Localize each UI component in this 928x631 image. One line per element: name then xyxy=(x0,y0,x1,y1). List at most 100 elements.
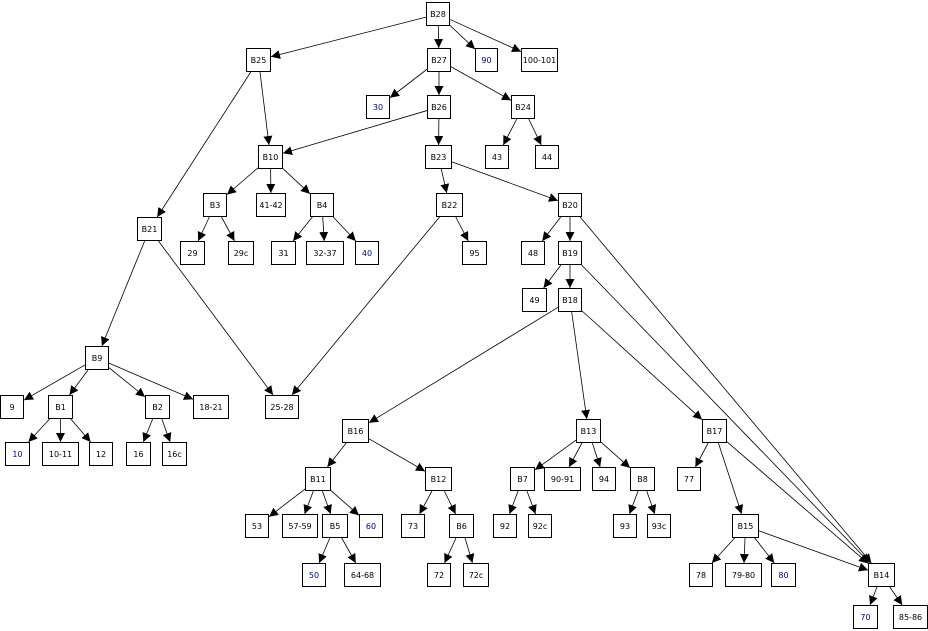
node-label: 31 xyxy=(278,249,288,258)
node-box xyxy=(592,467,616,491)
edge-b15-to-n80 xyxy=(754,537,775,564)
node-box xyxy=(511,95,535,119)
node-box xyxy=(522,288,547,312)
node-label: 80 xyxy=(778,571,788,580)
node-box xyxy=(265,395,299,419)
node-label: B3 xyxy=(210,201,221,210)
node-box xyxy=(427,563,451,587)
edge-b28-to-b25 xyxy=(270,16,427,59)
node-label: 16c xyxy=(167,450,182,459)
node-label: 49 xyxy=(529,296,539,305)
node-label: 41-42 xyxy=(259,201,282,210)
node-n48: 48 xyxy=(521,241,545,265)
node-n29: 29 xyxy=(180,241,205,265)
node-label: 29c xyxy=(234,249,249,258)
edge-b1-to-n10 xyxy=(28,418,50,443)
node-box xyxy=(558,193,582,217)
node-n78: 78 xyxy=(689,563,713,587)
edge-b25-to-b10 xyxy=(259,71,273,146)
node-label: B18 xyxy=(562,296,578,305)
node-label: 29 xyxy=(187,249,197,258)
node-b7: B7 xyxy=(510,467,535,491)
node-label: B21 xyxy=(142,225,158,234)
node-n90-91: 90-91 xyxy=(544,467,581,491)
node-label: 32-37 xyxy=(313,249,336,258)
edge-b25-to-b21 xyxy=(156,71,252,218)
node-b19: B19 xyxy=(558,241,582,265)
node-n90: 90 xyxy=(475,48,498,72)
node-box xyxy=(449,514,474,538)
node-box xyxy=(613,514,637,538)
edge-b24-to-n44 xyxy=(528,118,542,146)
node-box xyxy=(853,605,878,629)
node-label: 43 xyxy=(492,153,502,162)
node-b1: B1 xyxy=(48,395,73,419)
node-n72: 72 xyxy=(427,563,451,587)
edge-b11-to-n60 xyxy=(330,490,360,516)
edge-b8-to-n93 xyxy=(628,490,639,515)
node-box xyxy=(228,241,254,265)
node-b10: B10 xyxy=(258,145,283,169)
node-box xyxy=(535,145,559,169)
node-box xyxy=(647,514,671,538)
node-n57-59: 57-59 xyxy=(282,514,318,538)
edge-b2-to-n16c xyxy=(161,418,172,443)
node-box xyxy=(359,514,383,538)
node-label: 78 xyxy=(696,571,706,580)
node-n10-11: 10-11 xyxy=(42,442,79,466)
node-n60: 60 xyxy=(359,514,383,538)
node-label: 70 xyxy=(860,613,870,622)
node-box xyxy=(630,467,655,491)
node-box xyxy=(436,193,463,217)
node-box xyxy=(475,48,498,72)
node-b8: B8 xyxy=(630,467,655,491)
edge-b13-to-n90-91 xyxy=(568,442,583,468)
node-box xyxy=(366,95,390,119)
node-label: B27 xyxy=(431,56,447,65)
node-b2: B2 xyxy=(145,395,170,419)
node-n49: 49 xyxy=(522,288,547,312)
node-label: 64-68 xyxy=(351,571,374,580)
node-label: B6 xyxy=(456,522,467,531)
node-n70: 70 xyxy=(853,605,878,629)
node-label: 79-80 xyxy=(732,571,755,580)
node-label: 10-11 xyxy=(49,450,72,459)
node-b24: B24 xyxy=(511,95,535,119)
node-n10: 10 xyxy=(5,442,30,466)
node-label: 94 xyxy=(599,475,609,484)
node-b12: B12 xyxy=(425,467,452,491)
node-label: 16 xyxy=(133,450,143,459)
node-b20: B20 xyxy=(558,193,582,217)
node-box xyxy=(689,563,713,587)
node-label: B16 xyxy=(348,427,364,436)
node-b16: B16 xyxy=(342,419,369,443)
node-box xyxy=(485,145,509,169)
node-label: 48 xyxy=(528,249,538,258)
node-n44: 44 xyxy=(535,145,559,169)
edge-b14-to-n70 xyxy=(869,586,878,606)
node-b11: B11 xyxy=(305,467,331,491)
node-label: 25-28 xyxy=(270,403,293,412)
node-box xyxy=(203,193,227,217)
node-box xyxy=(310,193,334,217)
node-label: 12 xyxy=(96,450,106,459)
edge-b16-to-b12 xyxy=(368,438,426,472)
edge-b21-to-n25-28 xyxy=(158,240,274,396)
edge-b9-to-b1 xyxy=(69,369,89,396)
edge-b26-to-b10 xyxy=(282,110,428,156)
node-label: 60 xyxy=(366,522,376,531)
node-label: 10 xyxy=(12,450,22,459)
edge-b4-to-n31 xyxy=(292,216,313,242)
node-label: 53 xyxy=(252,522,262,531)
node-label: 30 xyxy=(373,103,383,112)
node-box xyxy=(558,288,582,312)
edge-b27-to-n30 xyxy=(389,68,428,99)
node-box xyxy=(145,395,170,419)
edge-b23-to-b22 xyxy=(440,168,450,194)
node-box xyxy=(193,395,229,419)
node-n40: 40 xyxy=(355,241,379,265)
node-box xyxy=(0,395,24,419)
edge-b13-to-b8 xyxy=(600,441,631,469)
node-label: 100-101 xyxy=(523,56,556,65)
edge-b10-to-b3 xyxy=(226,167,259,195)
